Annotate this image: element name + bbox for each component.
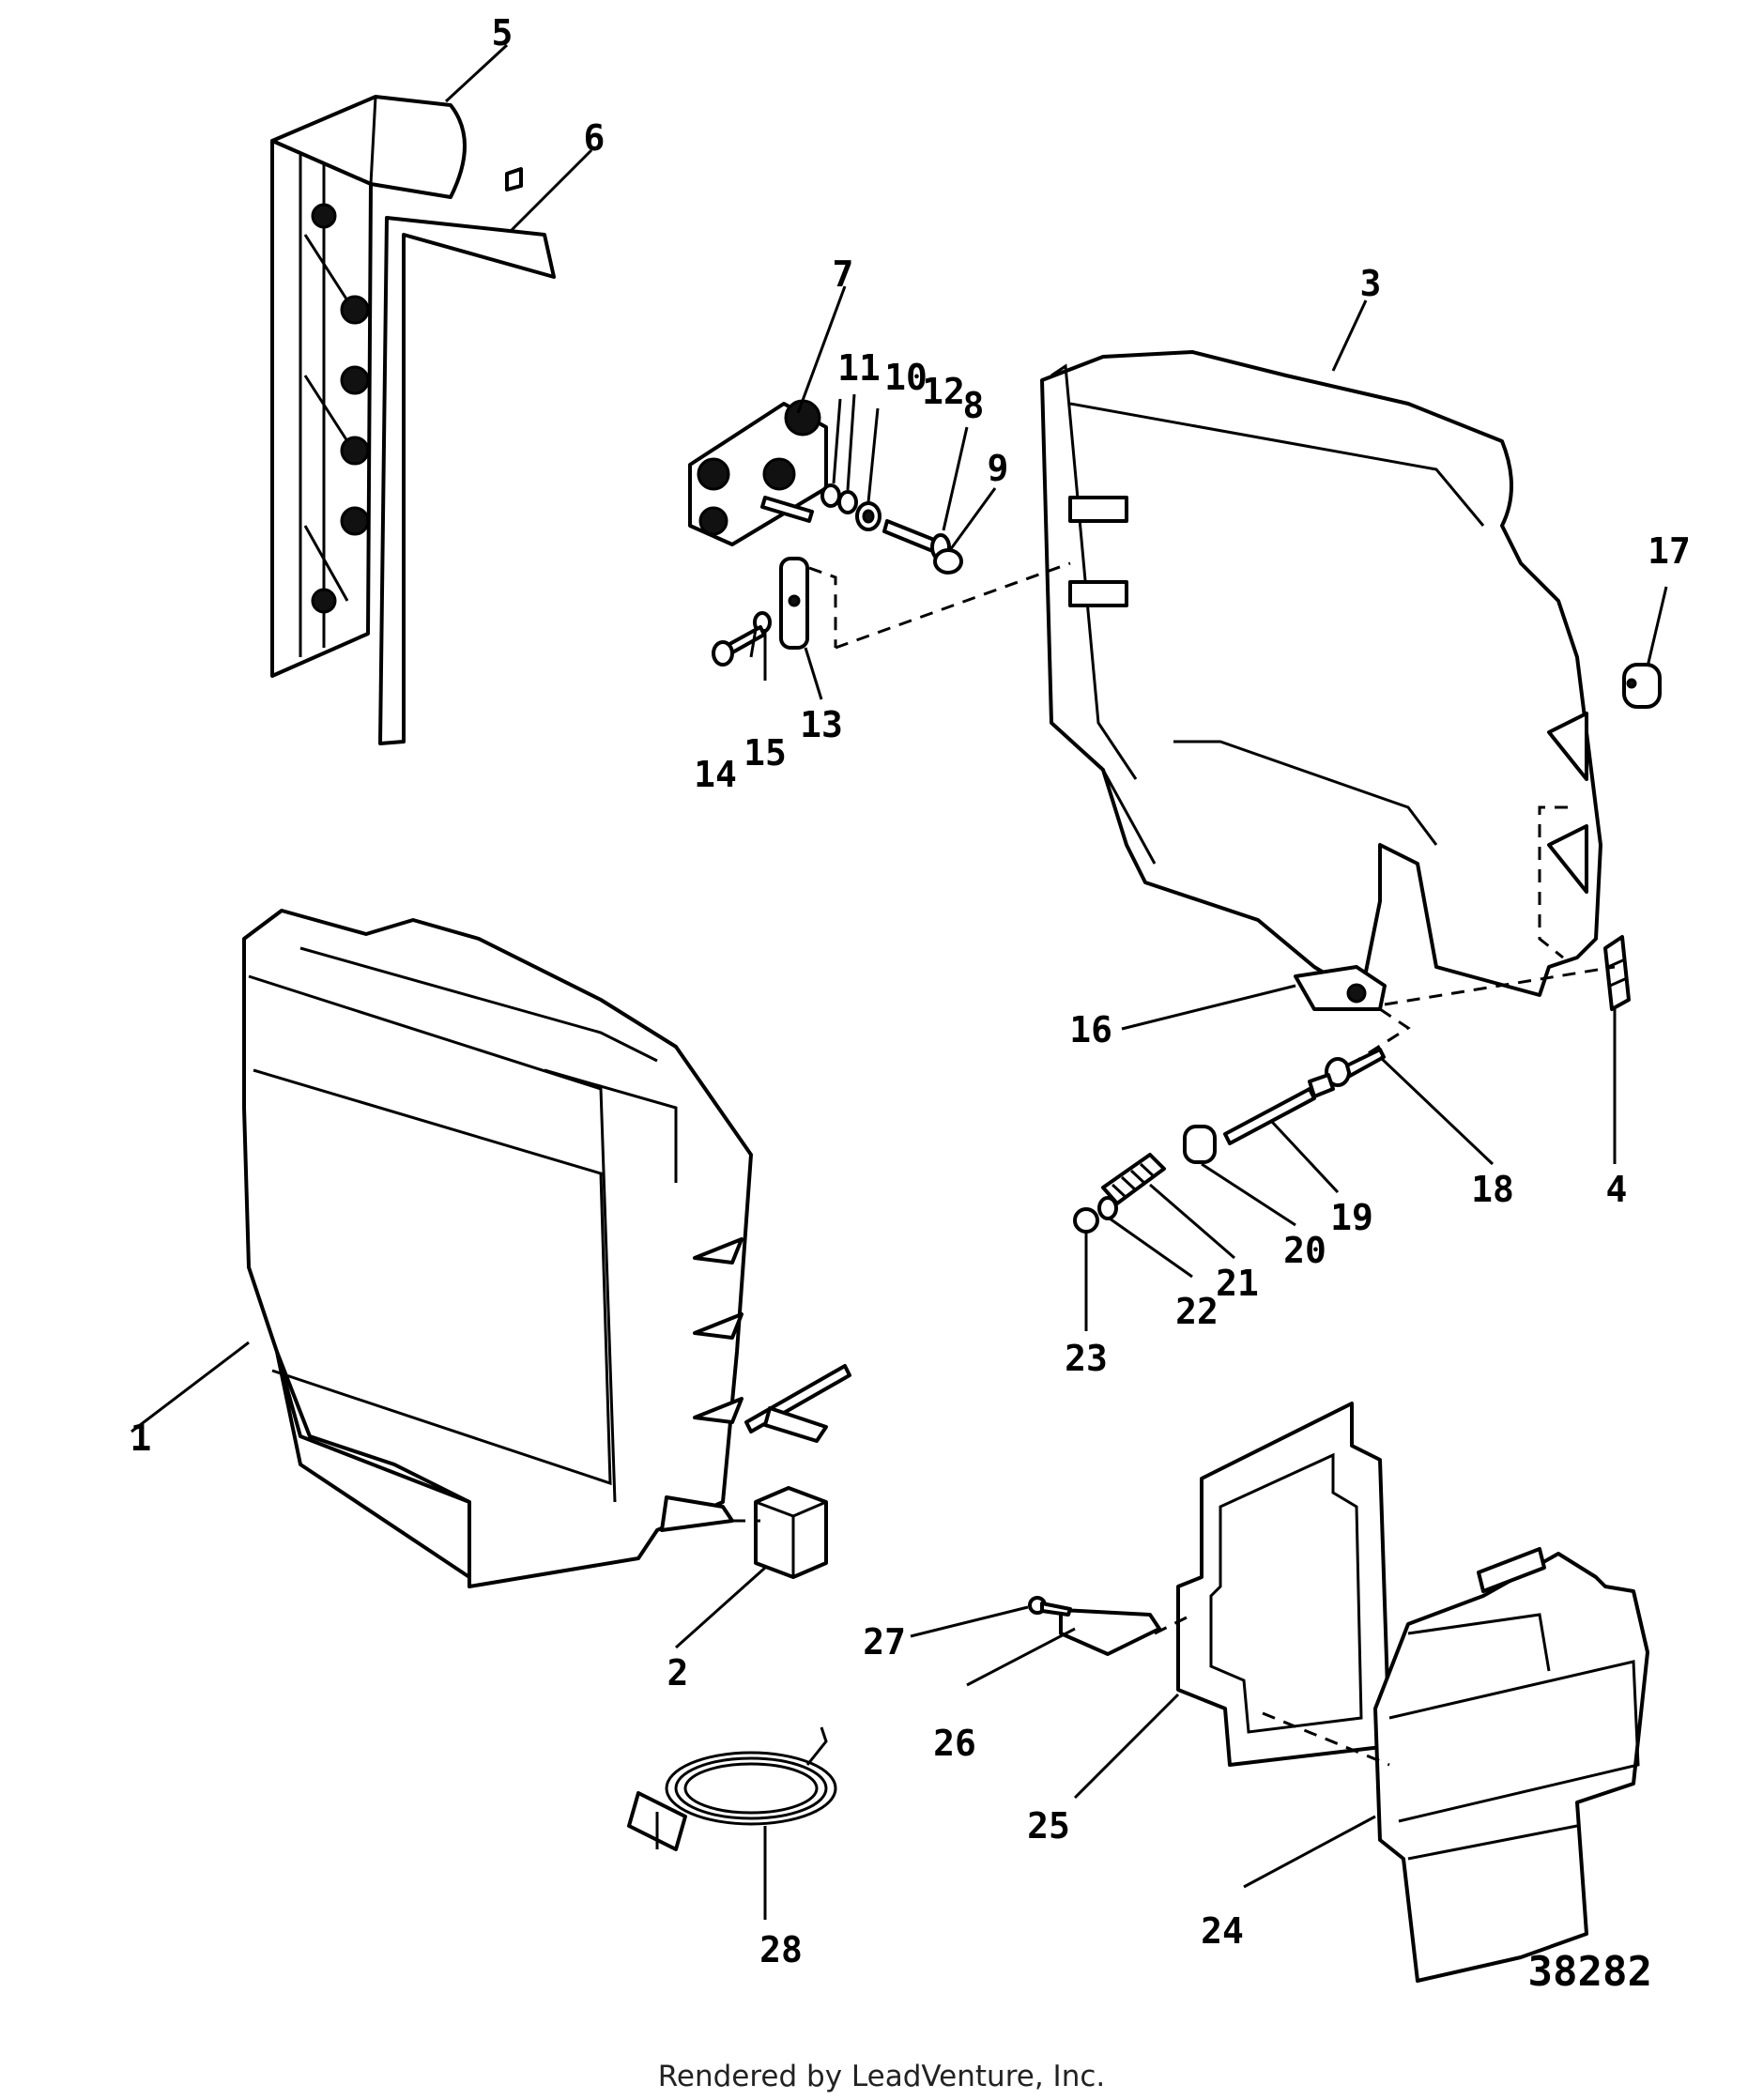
callouts: 5 6 7 11 10 12 8 9 3 17 13 15 14 16 18 1… xyxy=(130,12,1691,1970)
footer-credit: Rendered by LeadVenture, Inc. xyxy=(658,2060,1106,2093)
transom-bracket xyxy=(270,139,373,678)
callout-10: 10 xyxy=(884,357,927,398)
callout-11: 11 xyxy=(837,347,881,389)
part-27-screw xyxy=(1028,1596,1072,1617)
part-18-screw xyxy=(1325,1048,1386,1087)
part-16-latch xyxy=(1294,965,1387,1011)
callout-1: 1 xyxy=(130,1418,152,1459)
callout-23: 23 xyxy=(1065,1338,1108,1379)
part-23-nut xyxy=(1073,1207,1099,1234)
figure-number: 38282 xyxy=(1528,1948,1652,1996)
part-7-steering-bracket xyxy=(688,399,828,546)
part-19-shaft xyxy=(1223,1073,1335,1145)
part-21-spring xyxy=(1101,1153,1166,1205)
callout-15: 15 xyxy=(744,732,787,774)
callout-9: 9 xyxy=(988,448,1009,489)
callout-19: 19 xyxy=(1330,1197,1373,1238)
callout-27: 27 xyxy=(863,1621,906,1663)
callout-8: 8 xyxy=(963,385,985,426)
part-14-screw xyxy=(712,625,766,667)
part-4-pad xyxy=(1603,935,1631,1011)
part-13-bushing xyxy=(779,557,809,650)
callout-17: 17 xyxy=(1648,530,1691,572)
part-22-washer xyxy=(1097,1196,1118,1220)
callout-4: 4 xyxy=(1606,1169,1628,1210)
callout-28: 28 xyxy=(759,1929,803,1970)
callout-2: 2 xyxy=(667,1652,689,1694)
part-11-washer xyxy=(820,483,841,508)
callout-3: 3 xyxy=(1360,263,1382,304)
callout-21: 21 xyxy=(1216,1263,1259,1304)
leader-lines xyxy=(130,43,1668,1920)
callout-6: 6 xyxy=(584,117,606,159)
part-2-block xyxy=(754,1486,828,1579)
assembly-lines xyxy=(732,561,1616,1767)
part-26-clip xyxy=(1059,1608,1161,1656)
part-24-lower-cover xyxy=(1373,1547,1649,1983)
part-12-washer xyxy=(855,501,882,531)
part-1-front-cover xyxy=(242,909,851,1588)
callout-25: 25 xyxy=(1027,1805,1070,1847)
part-9-nut xyxy=(933,548,963,575)
part-25-gasket xyxy=(1176,1402,1391,1767)
callout-22: 22 xyxy=(1175,1291,1219,1332)
callout-24: 24 xyxy=(1201,1910,1244,1952)
callout-26: 26 xyxy=(933,1723,976,1764)
part-17-plug xyxy=(1622,663,1662,709)
callout-13: 13 xyxy=(800,704,843,745)
callout-5: 5 xyxy=(492,12,514,54)
callout-7: 7 xyxy=(833,253,854,295)
callout-14: 14 xyxy=(694,754,737,795)
part-20-spacer xyxy=(1183,1125,1217,1164)
callout-20: 20 xyxy=(1283,1230,1326,1271)
callout-18: 18 xyxy=(1471,1169,1514,1210)
callout-12: 12 xyxy=(922,371,965,412)
part-5-top-cap xyxy=(270,95,523,199)
callout-16: 16 xyxy=(1069,1009,1112,1050)
part-6-rod xyxy=(378,216,556,745)
part-28-wire-harness xyxy=(627,1726,837,1851)
part-3-rear-cover xyxy=(1040,350,1602,997)
part-10-lock-washer xyxy=(837,490,858,514)
